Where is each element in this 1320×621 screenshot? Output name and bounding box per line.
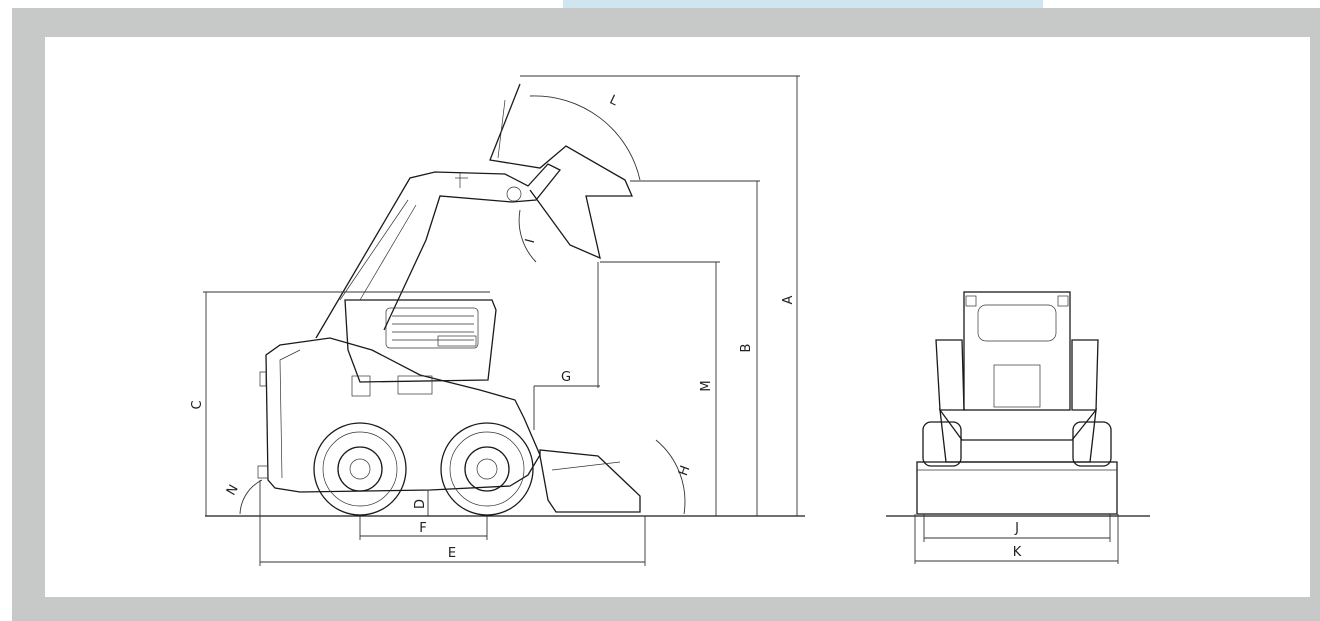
front-seat: [993, 364, 1041, 408]
front-window: [977, 304, 1057, 342]
lift-arm: [315, 163, 562, 339]
control-panel: [351, 375, 371, 397]
rear-wheel: [313, 422, 407, 516]
label-K: K: [1013, 545, 1022, 560]
label-N: N: [224, 482, 242, 498]
label-C: C: [190, 400, 205, 409]
grille-holes: [392, 315, 474, 341]
cab-step: [437, 335, 477, 347]
drawing-canvas: [45, 37, 1310, 597]
front-cab: [963, 291, 1071, 411]
label-I: I: [523, 237, 538, 245]
front-cab-corner-l: [965, 295, 977, 307]
arc-N: [239, 479, 263, 515]
front-bucket: [916, 461, 1118, 515]
front-arm-left: [935, 339, 965, 411]
label-F: F: [419, 521, 426, 536]
arm-pivot: [506, 186, 522, 202]
label-A: A: [781, 295, 796, 304]
raised-bucket-edge: [497, 99, 506, 159]
label-M: M: [699, 380, 714, 391]
front-tire-left: [922, 421, 962, 467]
label-B: B: [739, 344, 754, 353]
raised-bucket: [489, 83, 633, 260]
cab: [344, 299, 497, 383]
label-G: G: [561, 370, 571, 385]
bucket-inner: [551, 461, 621, 471]
front-wheel: [440, 422, 534, 516]
label-H: H: [676, 464, 693, 478]
label-D: D: [413, 499, 428, 509]
top-tab: [563, 0, 1043, 8]
cab-grille: [385, 307, 479, 349]
rear-hitch: [257, 465, 269, 479]
rear-panel-line: [279, 349, 301, 479]
arc-H: [655, 439, 686, 515]
lift-cylinder: [339, 199, 417, 301]
side-view: A B M C G E F D L I H N: [190, 75, 805, 566]
rear-light: [259, 371, 267, 387]
front-view: J K: [886, 291, 1150, 564]
side-panel: [397, 375, 433, 395]
arc-L: [529, 95, 641, 181]
front-tire-right: [1072, 421, 1112, 467]
machine-body: [265, 337, 541, 493]
lowered-bucket: [539, 449, 641, 513]
label-E: E: [448, 546, 456, 561]
label-J: J: [1014, 521, 1019, 536]
arc-I: [518, 209, 537, 263]
label-L: L: [607, 92, 621, 109]
front-cab-corner-r: [1057, 295, 1069, 307]
front-arm-right: [1071, 339, 1099, 411]
